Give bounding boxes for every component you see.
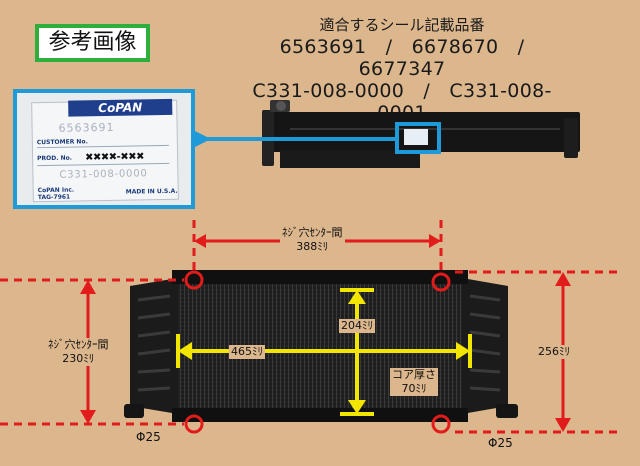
label-photo: CoPAN 6563691 CUSTOMER No. PROD. No. ✖✖✖… (13, 89, 195, 209)
core-width: 465ﾐﾘ (229, 345, 265, 359)
card-prod-label: PROD. No. (37, 154, 73, 163)
radiator-top-view (262, 100, 580, 168)
card-number: 6563691 (58, 120, 115, 135)
top-bolt-spacing-value: 388ﾐﾘ (296, 240, 329, 253)
compatible-part-numbers: 適合するシール記載品番 6563691 / 6678670 / 6677347 … (232, 14, 572, 124)
yellow-arrowheads (178, 290, 470, 414)
card-divider (37, 162, 170, 167)
card-maker: CoPAN Inc. TAG-7961 (38, 187, 75, 202)
core-height: 204ﾐﾘ (339, 319, 375, 333)
label-card: CoPAN 6563691 CUSTOMER No. PROD. No. ✖✖✖… (31, 98, 179, 203)
core-thickness-value: 70ﾐﾘ (401, 382, 427, 395)
compatible-heading: 適合するシール記載品番 (319, 16, 485, 34)
pipe-diameter-right: Φ25 (488, 436, 513, 450)
overall-height: 256ﾐﾘ (536, 345, 572, 359)
red-arrowheads (80, 234, 571, 432)
card-made-in: MADE IN U.S.A. (125, 187, 178, 196)
core-thickness-label: コア厚さ (392, 368, 436, 381)
top-bolt-spacing-label: ﾈｼﾞ穴ｾﾝﾀｰ間 (282, 226, 343, 239)
top-bolt-spacing: ﾈｼﾞ穴ｾﾝﾀｰ間 388ﾐﾘ (280, 226, 345, 254)
card-maker-sub: TAG-7961 (37, 193, 71, 202)
side-bolt-spacing: ﾈｼﾞ穴ｾﾝﾀｰ間 230ﾐﾘ (46, 338, 111, 366)
card-prod-value: ✖✖✖✖-✖✖✖ (85, 151, 145, 164)
side-bolt-spacing-value: 230ﾐﾘ (62, 352, 95, 365)
card-customer-label: CUSTOMER No. (36, 138, 88, 147)
side-bolt-spacing-label: ﾈｼﾞ穴ｾﾝﾀｰ間 (48, 338, 109, 351)
reference-image-badge: 参考画像 (35, 24, 150, 62)
card-part-number: C331-008-0000 (59, 168, 148, 181)
radiator-front-view (124, 270, 518, 422)
card-brand: CoPAN (68, 98, 173, 117)
part-numbers-line-1: 6563691 / 6678670 / 6677347 (279, 36, 544, 80)
pipe-diameter-left: Φ25 (136, 430, 161, 444)
core-thickness: コア厚さ 70ﾐﾘ (390, 368, 438, 396)
